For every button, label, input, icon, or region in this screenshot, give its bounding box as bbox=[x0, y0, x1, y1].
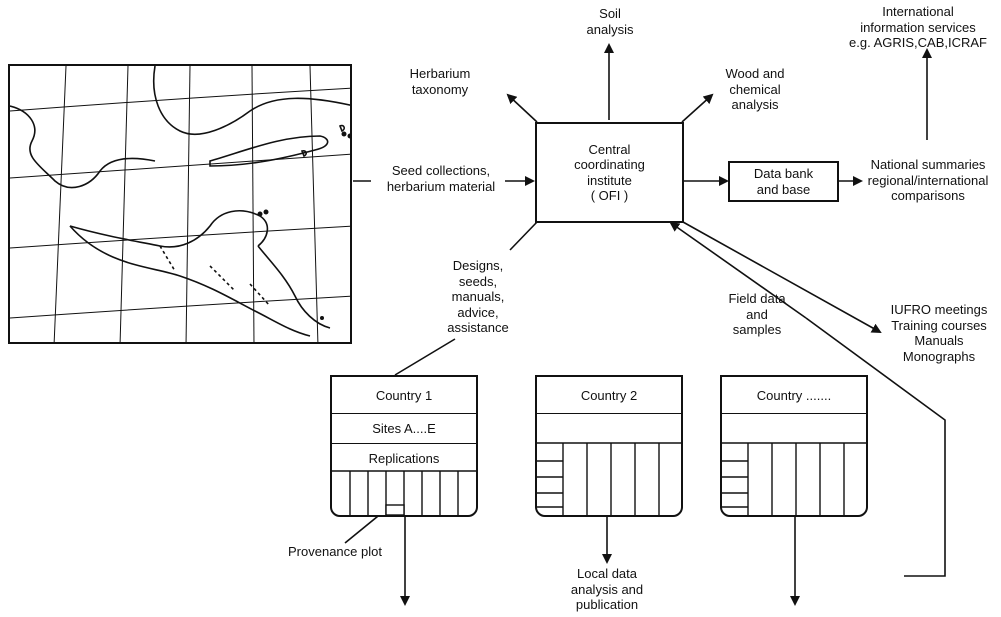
central-america-map bbox=[8, 64, 352, 344]
site-marker bbox=[257, 211, 263, 217]
arrow-to-wood bbox=[681, 93, 714, 123]
country-3-title: Country ....... bbox=[722, 377, 866, 414]
country-1-grid bbox=[332, 470, 476, 515]
site-marker bbox=[263, 209, 269, 215]
site-marker bbox=[320, 316, 324, 320]
arrow-to-herbarium bbox=[506, 93, 538, 123]
national-summaries-label: National summaries regional/internationa… bbox=[867, 157, 989, 203]
site-marker bbox=[341, 131, 347, 137]
site-marker bbox=[347, 133, 350, 139]
country-3-panel: Country ....... bbox=[720, 375, 868, 517]
wood-chemical-label: Wood and chemical analysis bbox=[725, 66, 785, 112]
central-institute-box: Central coordinating institute ( OFI ) bbox=[535, 122, 684, 223]
provenance-pointer bbox=[344, 511, 384, 544]
herbarium-taxonomy-label: Herbarium taxonomy bbox=[409, 66, 471, 97]
country-2-title: Country 2 bbox=[537, 377, 681, 414]
provenance-plot-label: Provenance plot bbox=[288, 544, 382, 559]
arrow-field-to-central bbox=[669, 221, 807, 319]
local-data-label: Local data analysis and publication bbox=[570, 566, 644, 612]
field-data-label: Field data and samples bbox=[728, 291, 786, 337]
country-1-panel: Country 1 Sites A....E Replications bbox=[330, 375, 478, 517]
arrow-to-iufro bbox=[682, 221, 882, 333]
line-central-to-designs bbox=[509, 221, 538, 251]
data-bank-box: Data bank and base bbox=[728, 161, 839, 202]
country-2-grid bbox=[537, 442, 681, 515]
country-1-title: Country 1 bbox=[332, 377, 476, 414]
line-return-path bbox=[805, 317, 946, 577]
map-graphic bbox=[10, 66, 350, 342]
country-1-sites: Sites A....E bbox=[332, 413, 476, 444]
designs-label: Designs, seeds, manuals, advice, assista… bbox=[447, 258, 509, 335]
country-2-panel: Country 2 bbox=[535, 375, 683, 517]
line-designs-to-country1 bbox=[394, 338, 456, 376]
country-3-grid bbox=[722, 442, 866, 515]
seed-collections-label: Seed collections, herbarium material bbox=[386, 163, 496, 194]
soil-analysis-label: Soil analysis bbox=[586, 6, 634, 37]
international-services-label: International information services e.g. … bbox=[849, 4, 987, 50]
iufro-label: IUFRO meetings Training courses Manuals … bbox=[890, 302, 988, 364]
country-1-replications: Replications bbox=[368, 450, 440, 466]
